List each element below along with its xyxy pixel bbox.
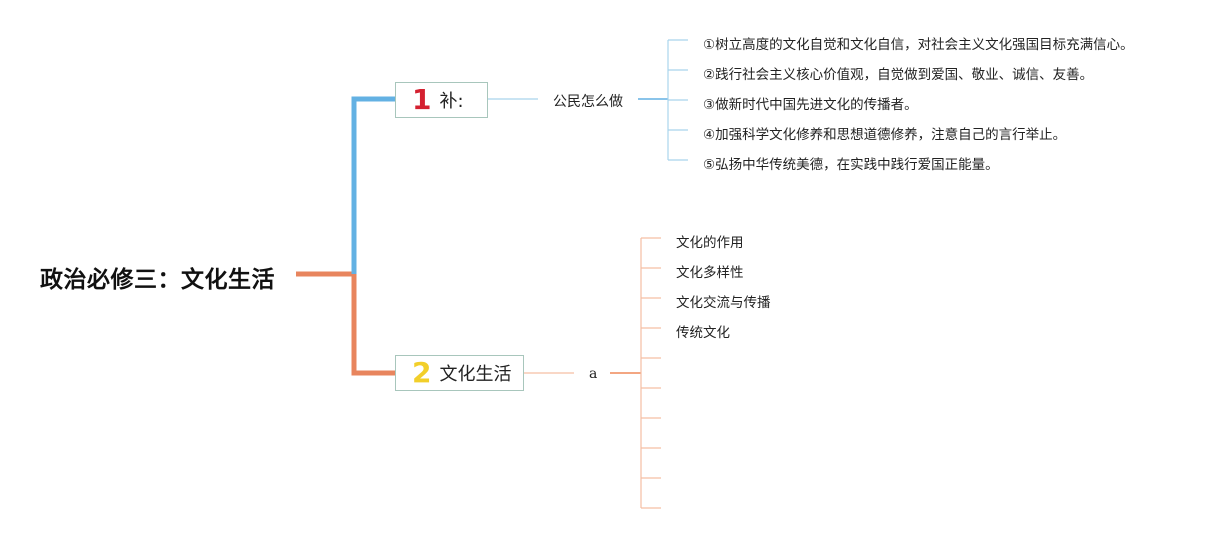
branch-number-1: 1: [412, 83, 432, 116]
branch-number-2: 2: [412, 356, 432, 389]
leaf-1-3[interactable]: ③做新时代中国先进文化的传播者。: [703, 97, 918, 113]
leaf-1-1[interactable]: ①树立高度的文化自觉和文化自信，对社会主义文化强国目标充满信心。: [703, 37, 1134, 53]
branch-topic-1[interactable]: 1 补:: [395, 82, 488, 118]
connector-root-to-branch-1: [351, 96, 395, 274]
leaf-1-5[interactable]: ⑤弘扬中华传统美德，在实践中践行爱国正能量。: [703, 157, 999, 173]
branch-topic-2[interactable]: 2 文化生活: [395, 355, 524, 391]
connector-root-to-branch-2: [296, 271, 395, 376]
root-topic[interactable]: 政治必修三：文化生活: [40, 267, 275, 293]
leaf-2-1[interactable]: 文化的作用: [676, 235, 744, 251]
subtopic-citizen-action[interactable]: 公民怎么做: [553, 94, 623, 110]
branch-label-1: 补:: [439, 91, 464, 112]
leaf-1-2[interactable]: ②践行社会主义核心价值观，自觉做到爱国、敬业、诚信、友善。: [703, 67, 1094, 83]
leaf-2-3[interactable]: 文化交流与传播: [676, 295, 771, 311]
leaf-2-4[interactable]: 传统文化: [676, 325, 730, 341]
subtopic-a[interactable]: a: [589, 366, 598, 382]
leaf-1-4[interactable]: ④加强科学文化修养和思想道德修养，注意自己的言行举止。: [703, 127, 1067, 143]
branch-label-2: 文化生活: [439, 364, 512, 385]
leaf-2-2[interactable]: 文化多样性: [676, 265, 744, 281]
